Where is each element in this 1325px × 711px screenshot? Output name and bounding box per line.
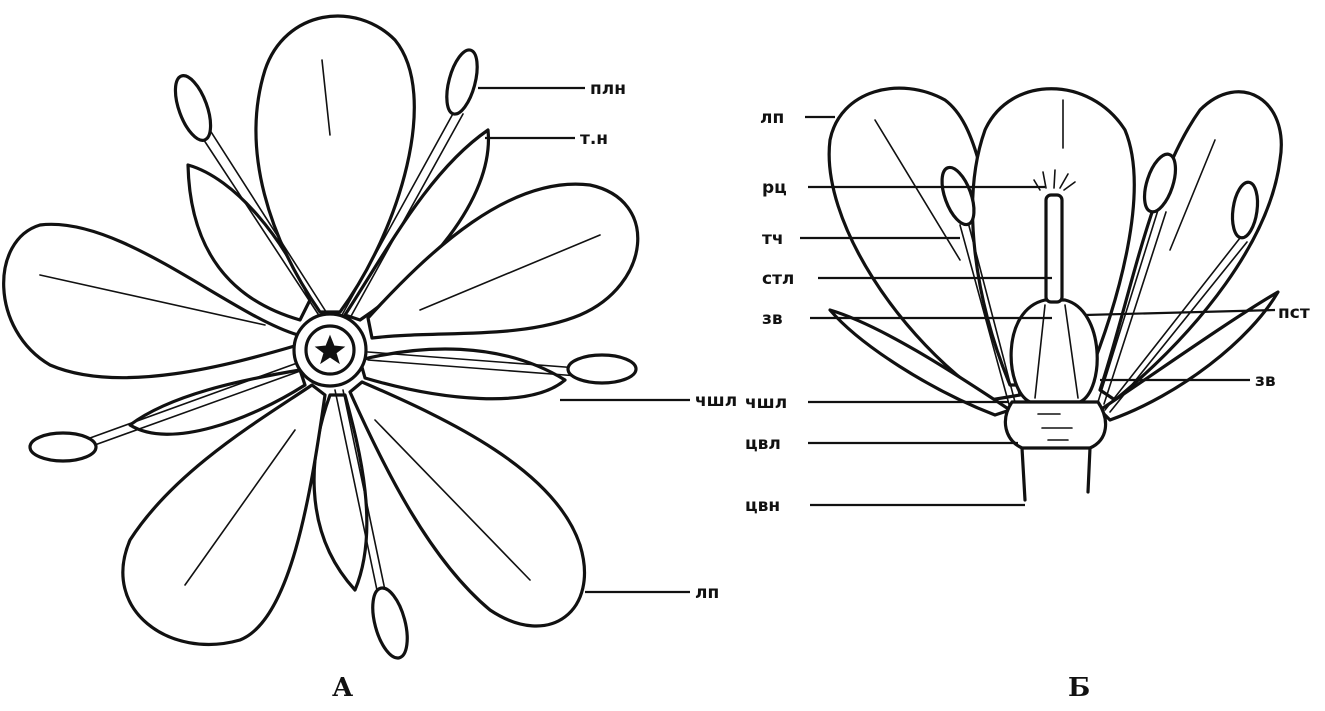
flower-top-view: плн т.н чшл лп А [2,14,737,703]
leaders-a [478,86,690,594]
label-stigma-b: рц [762,178,787,198]
anther-upper-right [445,48,479,116]
star-stigma [314,334,346,365]
label-petal-b: лп [760,108,784,128]
petal-upper-right [366,182,640,340]
label-receptacle-b: цвл [745,434,781,454]
bracts-b [828,290,1280,422]
petals-a [2,14,640,646]
stamen-bottom [334,389,409,660]
bract-right [1098,290,1280,422]
petal-left [2,222,300,380]
anther-left [28,431,98,463]
sepals-a [128,128,567,592]
pistil-b [1009,169,1099,404]
label-pollen-sac: плн [590,79,626,99]
stamen-right [367,351,638,385]
label-sepal-b: чшл [745,393,787,413]
label-pedicel-b: цвн [745,496,780,516]
receptacle [1003,400,1108,450]
flower-center-a [292,312,368,388]
label-whorl-right: зв [1255,371,1276,391]
anther-right [566,353,638,385]
label-pistil-b: пст [1278,303,1310,323]
label-tepal-tube: т.н [580,129,608,149]
stigma-b [1033,169,1076,191]
caption-a: А [332,673,353,703]
bract-left [828,308,1012,417]
stamen-left [28,361,304,463]
label-petal-a: лп [695,583,719,603]
caption-b: Б [1068,673,1090,703]
sepal-left [128,368,307,436]
receptacle-b [1003,400,1108,502]
sepal-right [358,347,567,401]
style-b [1044,193,1064,304]
anther-bottom [371,586,409,660]
anther-b-mid [1142,152,1178,214]
petal-b-right [1098,90,1283,402]
stamens-b [940,152,1260,413]
ovary [1009,298,1099,404]
label-stamen-b: тч [762,229,784,249]
label-style-b: стл [762,269,794,289]
stamens-a [28,48,638,660]
anther-b-left [940,165,976,227]
petal-top [254,14,416,314]
anther-b-right [1230,180,1260,240]
petals-b [827,86,1283,402]
stamen-upper-right [341,48,479,319]
leaders-b [800,115,1276,507]
pedicel [1020,446,1092,502]
label-sepal-a: чшл [695,391,737,411]
petal-lower-right [348,380,587,628]
flower-side-view: лп рц тч стл зв пст зв чшл цвл цвн Б [745,86,1310,703]
petal-lower-left [121,383,327,646]
label-whorl-left: зв [762,309,783,329]
anther-upper-left [173,74,213,142]
stamen-upper-left [173,74,331,321]
